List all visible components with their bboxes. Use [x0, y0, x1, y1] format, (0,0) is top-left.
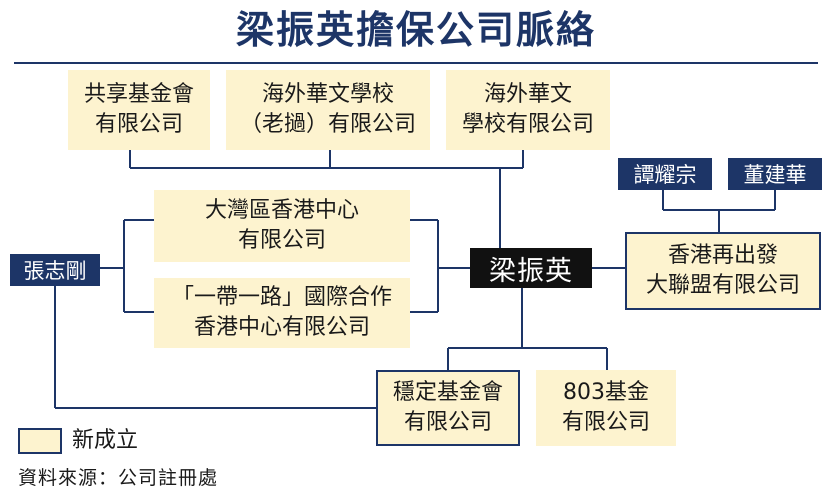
company-box-belt-and-road: 「一帶一路」國際合作 香港中心有限公司	[154, 278, 410, 348]
company-box-greater-bay-area: 大灣區香港中心 有限公司	[154, 190, 410, 262]
company-box-803-fund: 803基金 有限公司	[536, 370, 676, 446]
person-tam-yiu-chung: 譚耀宗	[618, 158, 712, 190]
company-box-sharing-foundation: 共享基金會 有限公司	[68, 70, 210, 150]
legend-label-new: 新成立	[72, 428, 139, 453]
person-cheung-chi-kong: 張志剛	[10, 254, 100, 286]
company-box-hong-kong-coalition: 香港再出發 大聯盟有限公司	[625, 232, 821, 310]
company-box-overseas-school: 海外華文 學校有限公司	[446, 70, 610, 150]
source-note: 資料來源：公司註冊處	[18, 467, 219, 489]
legend-swatch-new	[18, 428, 62, 454]
company-box-stabilizing-foundation: 穩定基金會 有限公司	[376, 370, 520, 446]
company-box-overseas-school-laos: 海外華文學校 （老撾）有限公司	[226, 70, 430, 150]
chart-title: 梁振英擔保公司脈絡	[235, 8, 596, 52]
person-tung-chee-hwa: 董建華	[728, 158, 822, 190]
center-person-cy-leung: 梁振英	[470, 248, 592, 288]
title-divider	[14, 62, 818, 64]
